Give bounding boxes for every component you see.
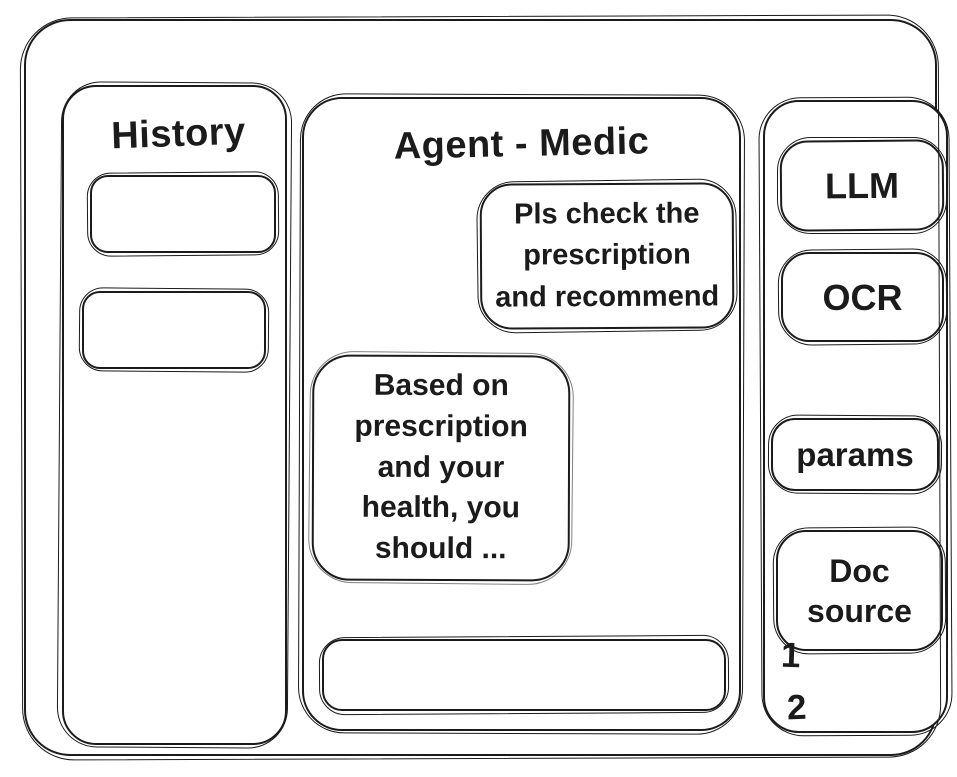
tools-panel: LLM OCR params Doc source 1 2: [763, 100, 948, 733]
history-title: History: [110, 110, 247, 158]
chat-panel: Agent - Medic Pls check the prescription…: [302, 97, 741, 731]
history-panel: History: [62, 85, 287, 745]
ocr-button[interactable]: OCR: [781, 252, 944, 342]
history-item[interactable]: [90, 175, 276, 253]
chat-title: Agent - Medic: [393, 120, 650, 168]
llm-button[interactable]: LLM: [779, 139, 945, 232]
history-item[interactable]: [82, 291, 266, 369]
user-message-bubble: Pls check the prescription and recommend: [479, 182, 735, 330]
message-input[interactable]: [324, 641, 724, 709]
doc-source-button[interactable]: Doc source: [776, 530, 943, 651]
app-window: History Agent - Medic Pls check the pres…: [24, 19, 948, 756]
params-button[interactable]: params: [771, 418, 939, 491]
message-input-bar: [322, 639, 726, 711]
doc-source-item-1[interactable]: 1: [780, 635, 802, 676]
agent-message-bubble: Based on prescription and your health, y…: [311, 354, 571, 582]
doc-source-item-2[interactable]: 2: [786, 687, 808, 728]
